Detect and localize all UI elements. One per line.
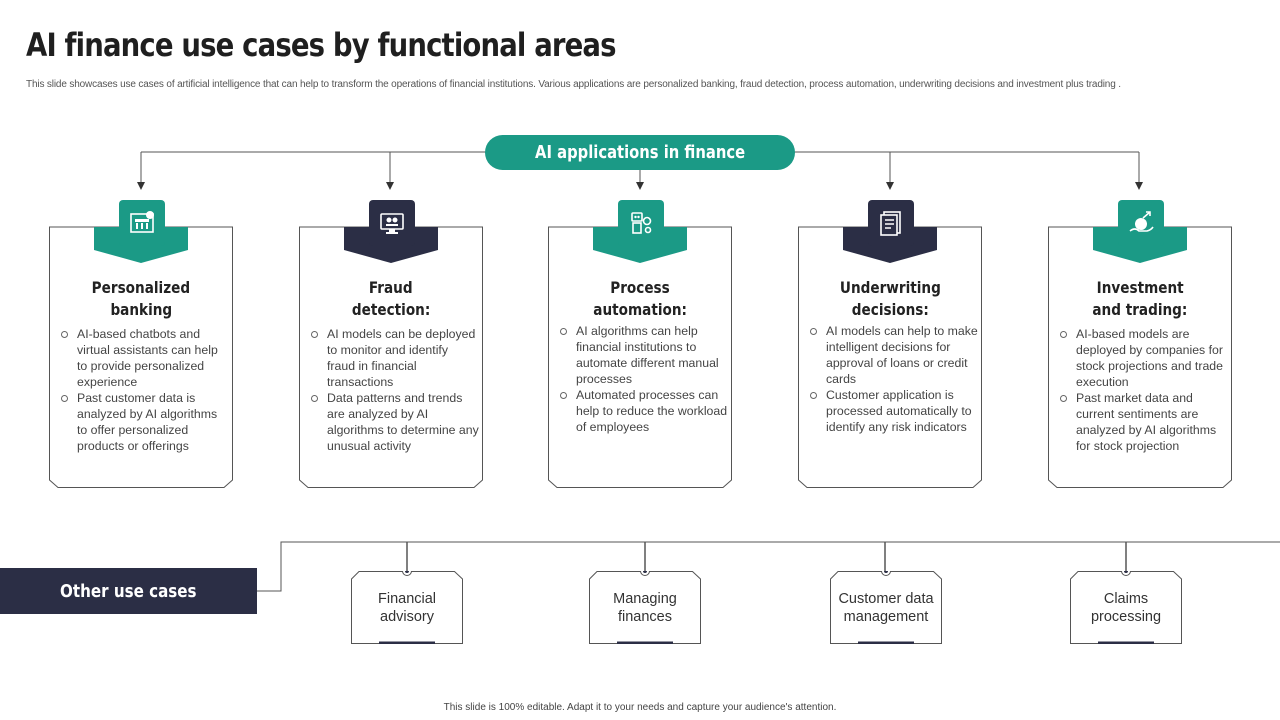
leaf-label: Financial advisory [377, 590, 437, 625]
leaf-label: Claims processing [1090, 590, 1162, 625]
card-bullet: Data patterns and trends are analyzed by… [309, 390, 479, 454]
leaf-financial-advisory: Financial advisory [351, 571, 463, 644]
card-icon-box [1118, 200, 1164, 246]
card-bullet: AI-based chatbots and virtual assistants… [59, 326, 229, 390]
page-title: AI finance use cases by functional areas [26, 26, 617, 64]
money-hand-growth-icon [1129, 211, 1154, 232]
card-bullets: AI algorithms can help financial institu… [558, 323, 728, 435]
card-icon-box [868, 200, 914, 246]
card-bullet: AI models can be deployed to monitor and… [309, 326, 479, 390]
card-bullet: Customer application is processed automa… [808, 387, 978, 435]
card-bullet: AI models can help to make intelligent d… [808, 323, 978, 387]
root-label: AI applications in finance [534, 142, 746, 163]
other-use-cases-label: Other use cases [0, 568, 257, 614]
other-connector-line [257, 541, 1280, 592]
leaf-managing-finances: Managing finances [589, 571, 701, 644]
card-bullets: AI models can help to make intelligent d… [808, 323, 978, 435]
card-bullets: AI-based chatbots and virtual assistants… [59, 326, 229, 454]
card-bullet: Automated processes can help to reduce t… [558, 387, 728, 435]
document-checklist-icon [880, 211, 901, 236]
card-bullet: Past customer data is analyzed by AI alg… [59, 390, 229, 454]
card-bullets: AI models can be deployed to monitor and… [309, 326, 479, 454]
leaf-frame [1070, 571, 1182, 644]
root-node: AI applications in finance [485, 135, 795, 170]
card-bullet: Past market data and current sentiments … [1058, 390, 1228, 454]
card-bullet: AI-based models are deployed by companie… [1058, 326, 1228, 390]
leaf-frame [830, 571, 942, 644]
leaf-claims-processing: Claims processing [1070, 571, 1182, 644]
computer-spy-icon [380, 213, 404, 234]
leaf-label: Customer data management [838, 590, 934, 625]
page-subtitle: This slide showcases use cases of artifi… [26, 79, 1121, 90]
leaf-label: Managing finances [613, 590, 677, 625]
card-bullets: AI-based models are deployed by companie… [1058, 326, 1228, 454]
leaf-frame [351, 571, 463, 644]
footer-note: This slide is 100% editable. Adapt it to… [443, 702, 837, 713]
card-bullet: AI algorithms can help financial institu… [558, 323, 728, 387]
bank-building-icon [130, 211, 154, 233]
card-icon-box [119, 200, 165, 246]
card-icon-box [369, 200, 415, 246]
leaf-frame [589, 571, 701, 644]
robot-gears-icon [631, 212, 652, 234]
leaf-customer-data-management: Customer data management [830, 571, 942, 644]
card-icon-box [618, 200, 664, 246]
